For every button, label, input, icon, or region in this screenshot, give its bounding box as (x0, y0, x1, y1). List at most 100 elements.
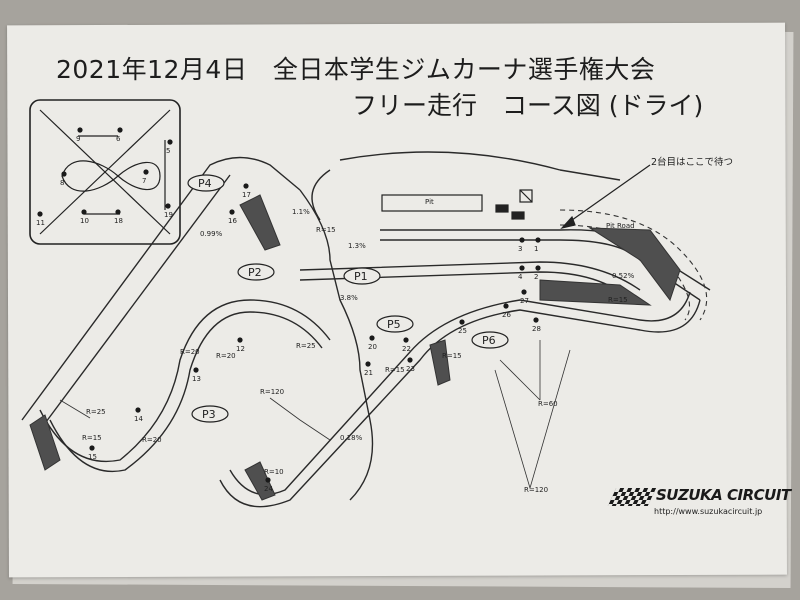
pylon-number: 24 (264, 485, 273, 493)
inset-diagram (29, 99, 181, 245)
shaded-areas (29, 194, 681, 501)
pylon-number: 6 (116, 135, 121, 143)
zone-p2: P2 (248, 266, 262, 279)
pylon-number: 5 (166, 147, 170, 155)
pylon-number: 23 (406, 365, 415, 373)
pylon-number: 21 (364, 369, 373, 377)
slope-label: 3.8% (340, 294, 358, 302)
pylon-number: 19 (164, 211, 173, 219)
pylon-number: 3 (518, 245, 522, 253)
pylon-marker (167, 139, 173, 145)
radius-label: R=20 (180, 348, 200, 356)
logo-name: SUZUKA CIRCUIT (656, 486, 791, 504)
pylon-number: 22 (402, 345, 411, 353)
checkered-flag-icon (607, 488, 657, 506)
pylon-number: 2 (534, 273, 538, 281)
pylon-marker (535, 237, 541, 243)
pylon-marker (519, 265, 525, 271)
radius-leaders (59, 340, 571, 489)
pylon-marker (193, 367, 199, 373)
pit-road-label: Pit Road (606, 222, 635, 230)
pylon-number: 28 (532, 325, 541, 333)
pylon-marker (369, 335, 375, 341)
radius-label: R=15 (316, 226, 336, 234)
pylon-number: 11 (36, 219, 45, 227)
page-subtitle: フリー走行 コース図 (ドライ) (352, 91, 704, 120)
pylon-marker (229, 209, 235, 215)
zone-p6: P6 (482, 334, 496, 347)
pylon-marker (407, 357, 413, 363)
pylon-number: 4 (518, 273, 523, 281)
slope-label: 0.18% (340, 434, 363, 442)
radius-label: R=120 (260, 388, 284, 396)
wait-arrow (560, 164, 651, 230)
pylon-marker (135, 407, 141, 413)
pylon-marker (265, 477, 271, 483)
pylon-number: 16 (228, 217, 237, 225)
pylon-marker (503, 303, 509, 309)
pylon-number: 14 (134, 415, 143, 423)
logo-url: http://www.suzukacircuit.jp (654, 507, 763, 516)
pylon-number: 1 (534, 245, 538, 253)
zone-p1: P1 (354, 270, 368, 283)
zone-bubbles (187, 174, 509, 423)
zone-p5: P5 (387, 318, 401, 331)
suzuka-logo: SUZUKA CIRCUIT http://www.suzukacircuit.… (607, 484, 791, 526)
page-title: 2021年12月4日 全日本学生ジムカーナ選手権大会 (56, 55, 656, 84)
pylon-number: 17 (242, 191, 251, 199)
pylon-number: 25 (458, 327, 467, 335)
pylon-marker (117, 127, 123, 133)
radius-label: R=25 (86, 408, 106, 416)
pylon-marker (459, 319, 465, 325)
pylon-number: 10 (80, 217, 89, 225)
pylon-marker (115, 209, 121, 215)
radius-label: R=60 (538, 400, 558, 408)
radius-label: R=20 (142, 436, 162, 444)
pit-label: Pit (425, 198, 434, 206)
slope-label: 1.1% (292, 208, 310, 216)
wait-note: 2台目はここで待つ (651, 157, 734, 168)
pylon-number: 26 (502, 311, 511, 319)
pylon-marker (165, 203, 171, 209)
pylon-number: 12 (236, 345, 245, 353)
radius-label: R=10 (264, 468, 284, 476)
pylon-marker (521, 289, 527, 295)
radius-label: R=20 (216, 352, 236, 360)
pylon-marker (365, 361, 371, 367)
pylon-marker (143, 169, 149, 175)
slope-label: 0.52% (612, 272, 635, 280)
pylon-marker (77, 127, 83, 133)
pylon-marker (533, 317, 539, 323)
slope-label: 1.3% (348, 242, 366, 250)
pylon-number: 15 (88, 453, 97, 461)
pylon-number: 9 (76, 135, 80, 143)
pylon-number: 8 (60, 179, 64, 187)
radius-label: R=15 (442, 352, 462, 360)
pit-building (381, 189, 533, 220)
pit-road-dashes (559, 209, 708, 321)
radius-label: R=25 (296, 342, 316, 350)
pylon-marker (89, 445, 95, 451)
pylon-marker (37, 211, 43, 217)
pylon-number: 20 (368, 343, 377, 351)
zone-p3: P3 (202, 408, 216, 421)
pylon-marker (237, 337, 243, 343)
radius-label: R=15 (608, 296, 628, 304)
pylon-marker (81, 209, 87, 215)
pylon-number: 27 (520, 297, 529, 305)
pylon-marker (243, 183, 249, 189)
pylon-marker (535, 265, 541, 271)
pylon-marker (61, 171, 67, 177)
pylon-marker (519, 237, 525, 243)
pylon-number: 18 (114, 217, 123, 225)
radius-label: R=15 (82, 434, 102, 442)
pylon-number: 13 (192, 375, 201, 383)
zone-p4: P4 (198, 177, 212, 190)
pylon-marker (403, 337, 409, 343)
radius-label: R=15 (385, 366, 405, 374)
radius-label: R=120 (524, 486, 548, 494)
pylon-number: 7 (142, 177, 146, 185)
slope-label: 0.99% (200, 230, 223, 238)
